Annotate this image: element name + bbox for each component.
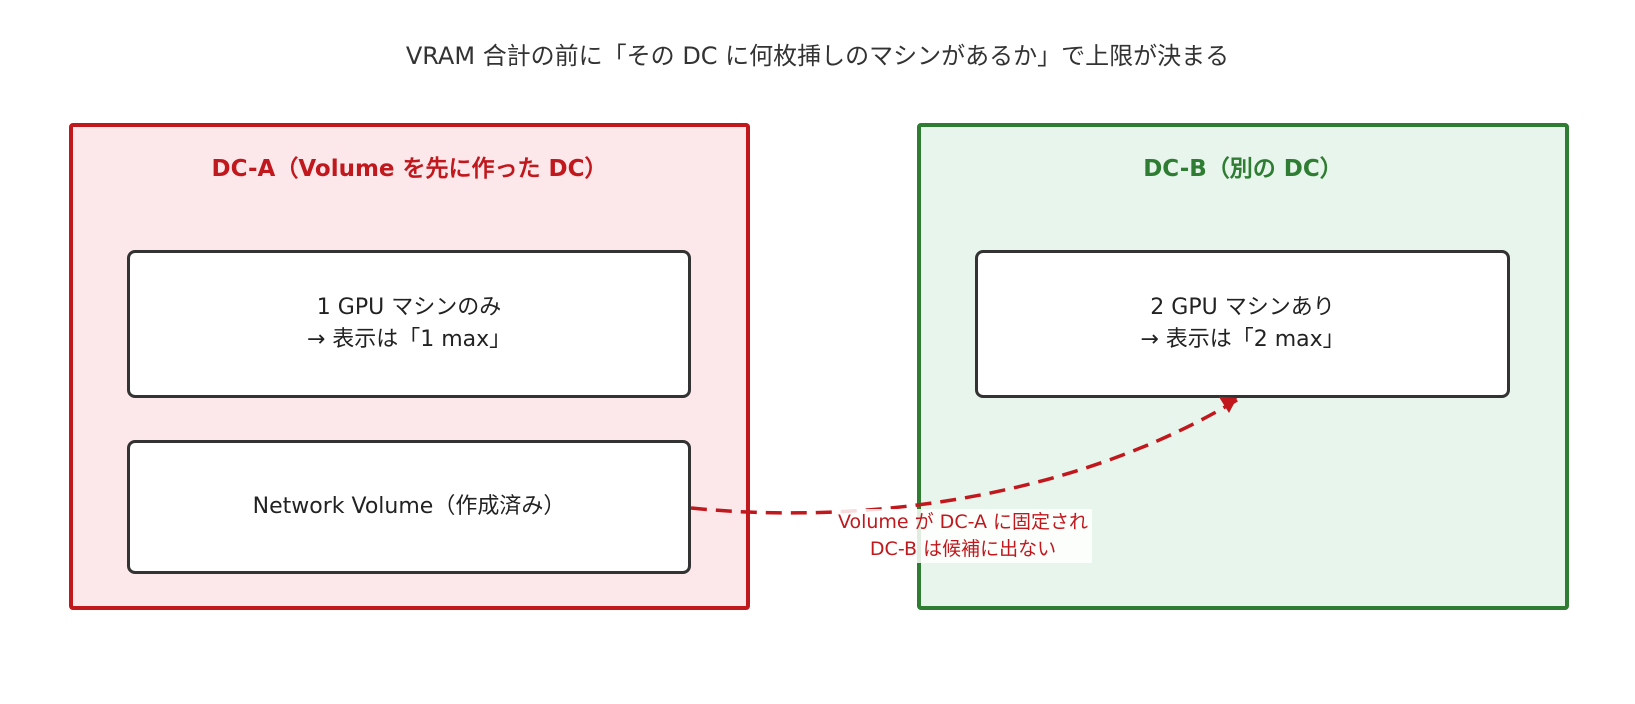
edge-label-line2: DC-B は候補に出ない bbox=[869, 538, 1057, 560]
node-label-line2: → 表示は「2 max」 bbox=[1140, 327, 1345, 352]
network-volume-node: Network Volume（作成済み） bbox=[127, 440, 691, 574]
edge-dashed-arrow bbox=[690, 398, 1238, 515]
edge-arrowhead bbox=[1219, 397, 1237, 413]
node-label-line1: 2 GPU マシンあり bbox=[1150, 295, 1335, 320]
node-label-line1: Network Volume（作成済み） bbox=[252, 494, 566, 519]
dc-a-gpu-machine-node: 1 GPU マシンのみ → 表示は「1 max」 bbox=[127, 250, 691, 398]
dc-a-title: DC-A（Volume を先に作った DC） bbox=[211, 156, 608, 182]
dc-b-gpu-machine-node: 2 GPU マシンあり → 表示は「2 max」 bbox=[975, 250, 1510, 398]
edge-label-line1: Volume が DC-A に固定され bbox=[837, 511, 1089, 533]
node-label-line2: → 表示は「1 max」 bbox=[306, 327, 512, 352]
node-label-line1: 1 GPU マシンのみ bbox=[316, 295, 502, 320]
edge-label: Volume が DC-A に固定され DC-B は候補に出ない bbox=[834, 509, 1092, 563]
dc-b-title: DC-B（別の DC） bbox=[1143, 156, 1343, 182]
diagram-title: VRAM 合計の前に「その DC に何枚挿しのマシンがあるか」で上限が決まる bbox=[405, 42, 1230, 70]
